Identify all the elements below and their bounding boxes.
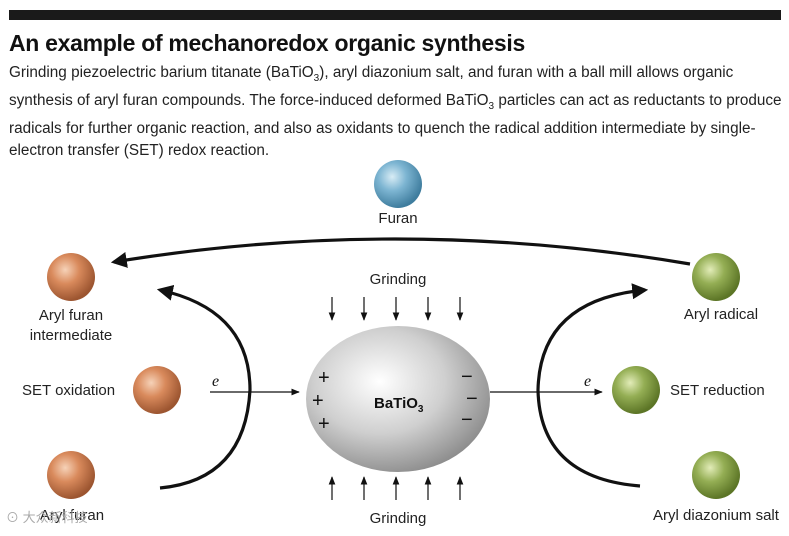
electron-label-right: e — [584, 373, 591, 390]
aryl-furan-sphere — [47, 451, 95, 499]
watermark: ⊙ 大众新科技 — [6, 507, 88, 526]
grinding-arrows-bottom — [332, 477, 460, 500]
svg-text:−: − — [461, 366, 473, 388]
aryl-furan-intermediate-line1: Aryl furan — [39, 307, 103, 324]
svg-text:+: + — [312, 390, 324, 412]
furan-sphere — [374, 160, 422, 208]
set-reduction-label: SET reduction — [670, 381, 774, 401]
set-oxidation-label: SET oxidation — [22, 381, 122, 401]
set-reduction-sphere — [612, 366, 660, 414]
aryl-diazonium-salt-sphere — [692, 451, 740, 499]
grinding-arrows-top — [332, 297, 460, 320]
svg-text:+: + — [318, 367, 330, 389]
aryl-radical-label: Aryl radical — [676, 305, 766, 325]
aryl-furan-intermediate-label: Aryl furan intermediate — [15, 306, 127, 346]
electron-label-left: e — [212, 373, 219, 390]
aryl-furan-intermediate-line2: intermediate — [30, 327, 113, 344]
svg-text:−: − — [466, 388, 478, 410]
aryl-diazonium-salt-label: Aryl diazonium salt — [648, 506, 784, 526]
svg-text:−: − — [461, 409, 473, 431]
svg-text:+: + — [318, 413, 330, 435]
furan-label: Furan — [368, 209, 428, 229]
top-curved-arrow — [114, 239, 690, 264]
aryl-radical-sphere — [692, 253, 740, 301]
grinding-bottom-label: Grinding — [362, 509, 434, 529]
aryl-furan-intermediate-sphere — [47, 253, 95, 301]
set-oxidation-sphere — [133, 366, 181, 414]
grinding-top-label: Grinding — [362, 270, 434, 290]
